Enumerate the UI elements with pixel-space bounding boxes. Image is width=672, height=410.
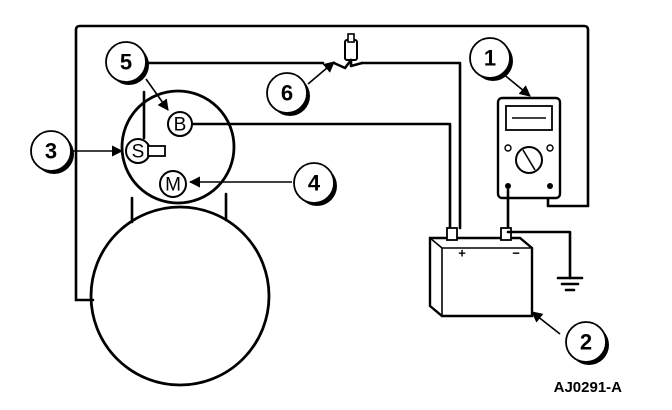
- callout-2: 2: [565, 321, 609, 365]
- callout-1: 1: [469, 37, 513, 81]
- terminal-m: M: [159, 170, 187, 198]
- callout-3-label: 3: [45, 139, 57, 164]
- callout-4: 4: [293, 162, 337, 206]
- callout-1-arrow: [501, 72, 531, 97]
- callout-5-arrow: [145, 78, 169, 111]
- figure-id: AJ0291-A: [554, 379, 623, 396]
- callout-5: 5: [105, 41, 149, 85]
- callout-6-arrow: [307, 61, 335, 85]
- ground-cable: [506, 230, 572, 280]
- battery: + −: [428, 227, 534, 318]
- callout-1-label: 1: [484, 46, 496, 71]
- callout-2-label: 2: [580, 330, 592, 355]
- outer-wire-loop: [74, 24, 590, 302]
- terminal-b-label: B: [174, 115, 187, 136]
- callout-3: 3: [30, 130, 74, 174]
- connector-to-battery: [360, 61, 462, 230]
- starter-motor-body: [89, 205, 271, 387]
- terminal-s-label: S: [132, 142, 145, 163]
- terminal-b: B: [167, 111, 193, 137]
- terminal-m-label: M: [165, 175, 181, 196]
- b-terminal-cable: [188, 122, 452, 232]
- callout-5-label: 5: [120, 50, 132, 75]
- multimeter: [496, 96, 562, 200]
- ground-symbol-icon: [556, 276, 584, 292]
- terminal-s: S: [125, 138, 166, 164]
- callout-6-label: 6: [281, 81, 293, 106]
- battery-positive-label: +: [458, 246, 466, 261]
- inline-connector: [332, 33, 364, 70]
- callout-4-label: 4: [308, 171, 321, 196]
- callout-2-arrow: [531, 311, 561, 335]
- callout-6: 6: [266, 72, 310, 116]
- battery-negative-label: −: [512, 246, 520, 261]
